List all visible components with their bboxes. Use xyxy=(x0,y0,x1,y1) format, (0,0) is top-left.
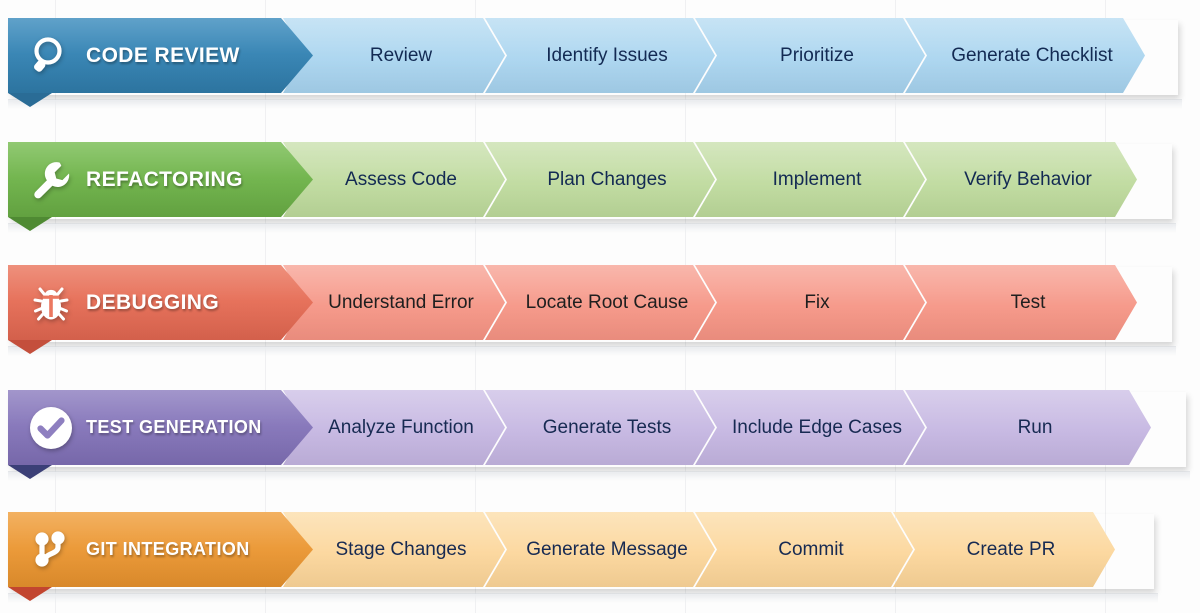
step-chevron[interactable]: Prioritize xyxy=(695,18,925,93)
row-label-debugging[interactable]: DEBUGGING xyxy=(8,265,313,340)
step-chevron[interactable]: Review xyxy=(283,18,505,93)
row-separator xyxy=(8,346,1176,356)
check-circle-icon xyxy=(20,404,82,452)
git-branch-icon xyxy=(20,527,82,573)
step-chevron[interactable]: Commit xyxy=(695,512,913,587)
step-chevron[interactable]: Run xyxy=(905,390,1151,465)
step-chevron[interactable]: Understand Error xyxy=(283,265,505,340)
step-chevron[interactable]: Create PR xyxy=(893,512,1115,587)
step-chevron[interactable]: Verify Behavior xyxy=(905,142,1137,217)
step-label: Plan Changes xyxy=(547,168,667,190)
step-label: Locate Root Cause xyxy=(525,291,689,313)
row-label-text: TEST GENERATION xyxy=(86,417,262,437)
row-label-text: GIT INTEGRATION xyxy=(86,539,250,559)
step-chevron[interactable]: Fix xyxy=(695,265,925,340)
row-label-code-review[interactable]: CODE REVIEW xyxy=(8,18,313,93)
step-label: Create PR xyxy=(966,538,1056,560)
workflow-row-code-review: Review Identify Issues Prioritize Generate … xyxy=(0,18,1182,109)
ribbon-fold xyxy=(8,340,52,354)
step-chevron[interactable]: Include Edge Cases xyxy=(695,390,925,465)
magnifier-icon xyxy=(20,34,82,78)
step-label: Assess Code xyxy=(345,168,457,190)
step-label: Include Edge Cases xyxy=(731,416,903,438)
ribbon-fold xyxy=(8,465,52,479)
row-label-text: DEBUGGING xyxy=(86,290,220,314)
workflow-row-refactoring: Assess Code Plan Changes Implement Verify B… xyxy=(0,142,1176,233)
step-label: Fix xyxy=(804,291,830,313)
step-chevron[interactable]: Identify Issues xyxy=(485,18,715,93)
step-chevron[interactable]: Implement xyxy=(695,142,925,217)
step-label: Understand Error xyxy=(328,291,474,313)
step-label: Commit xyxy=(778,538,844,560)
step-label: Review xyxy=(369,44,433,66)
step-chevron[interactable]: Generate Checklist xyxy=(905,18,1145,93)
step-label: Generate Message xyxy=(526,538,688,560)
step-label: Generate Tests xyxy=(542,416,672,438)
step-chevron[interactable]: Stage Changes xyxy=(283,512,505,587)
row-label-text: REFACTORING xyxy=(86,167,243,191)
ribbon-fold xyxy=(8,217,52,231)
step-label: Verify Behavior xyxy=(964,168,1092,190)
ribbon-fold xyxy=(8,93,52,107)
row-steps-code-review: Review Identify Issues Prioritize Generate … xyxy=(283,18,1125,93)
step-chevron[interactable]: Locate Root Cause xyxy=(485,265,715,340)
step-chevron[interactable]: Generate Message xyxy=(485,512,715,587)
workflow-row-debugging: Understand Error Locate Root Cause Fix Test… xyxy=(0,265,1176,356)
row-separator xyxy=(8,471,1190,481)
wrench-icon xyxy=(20,157,82,203)
row-label-git-integration[interactable]: GIT INTEGRATION xyxy=(8,512,313,587)
step-chevron[interactable]: Assess Code xyxy=(283,142,505,217)
workflow-row-test-generation: Analyze Function Generate Tests Include Ed… xyxy=(0,390,1190,481)
step-label: Identify Issues xyxy=(546,44,668,66)
row-separator xyxy=(8,99,1182,109)
row-steps-test-generation: Analyze Function Generate Tests Include Ed… xyxy=(283,390,1131,465)
step-chevron[interactable]: Generate Tests xyxy=(485,390,715,465)
workflow-row-git-integration: Stage Changes Generate Message Commit Creat… xyxy=(0,512,1158,603)
row-steps-refactoring: Assess Code Plan Changes Implement Verify B… xyxy=(283,142,1117,217)
step-label: Analyze Function xyxy=(328,416,474,438)
step-label: Implement xyxy=(772,168,862,190)
step-label: Prioritize xyxy=(780,44,854,66)
row-label-text: CODE REVIEW xyxy=(86,43,240,67)
step-label: Run xyxy=(1017,416,1053,438)
row-label-refactoring[interactable]: REFACTORING xyxy=(8,142,313,217)
step-chevron[interactable]: Analyze Function xyxy=(283,390,505,465)
row-steps-git-integration: Stage Changes Generate Message Commit Creat… xyxy=(283,512,1095,587)
step-chevron[interactable]: Plan Changes xyxy=(485,142,715,217)
step-label: Stage Changes xyxy=(335,538,467,560)
step-label: Generate Checklist xyxy=(951,44,1113,66)
bug-icon xyxy=(20,280,82,326)
row-label-test-generation[interactable]: TEST GENERATION xyxy=(8,390,313,465)
row-steps-debugging: Understand Error Locate Root Cause Fix Test xyxy=(283,265,1117,340)
ribbon-fold xyxy=(8,587,52,601)
row-separator xyxy=(8,593,1158,603)
step-label: Test xyxy=(1010,291,1046,313)
row-separator xyxy=(8,223,1176,233)
step-chevron[interactable]: Test xyxy=(905,265,1137,340)
